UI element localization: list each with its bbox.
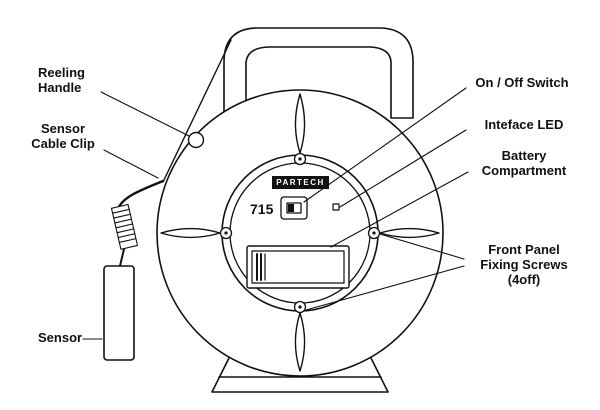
fixing-screws [219, 152, 381, 314]
label-reeling-handle: Reeling Handle [38, 65, 85, 95]
label-fixing-screws: Front Panel Fixing Screws (4off) [480, 242, 568, 287]
label-sensor: Sensor [38, 330, 83, 345]
brand-logo: PARTECH [272, 176, 329, 189]
label-sensor-cable-clip: Sensor Cable Clip [31, 121, 95, 151]
label-on-off-switch: On / Off Switch [475, 75, 569, 90]
label-interface-led: Inteface LED [484, 117, 564, 132]
battery-compartment [246, 245, 350, 289]
reeling-handle-rod [162, 39, 232, 183]
model-number: 715 [250, 201, 274, 217]
leader-lines [82, 87, 469, 340]
reel-spokes [160, 93, 440, 372]
cable-strain-relief [110, 203, 139, 250]
interface-led [332, 203, 340, 211]
reeling-handle-knob [187, 131, 205, 149]
sensor-probe [103, 265, 135, 361]
label-battery-compartment: Battery Compartment [481, 148, 567, 178]
on-off-switch [280, 196, 308, 220]
